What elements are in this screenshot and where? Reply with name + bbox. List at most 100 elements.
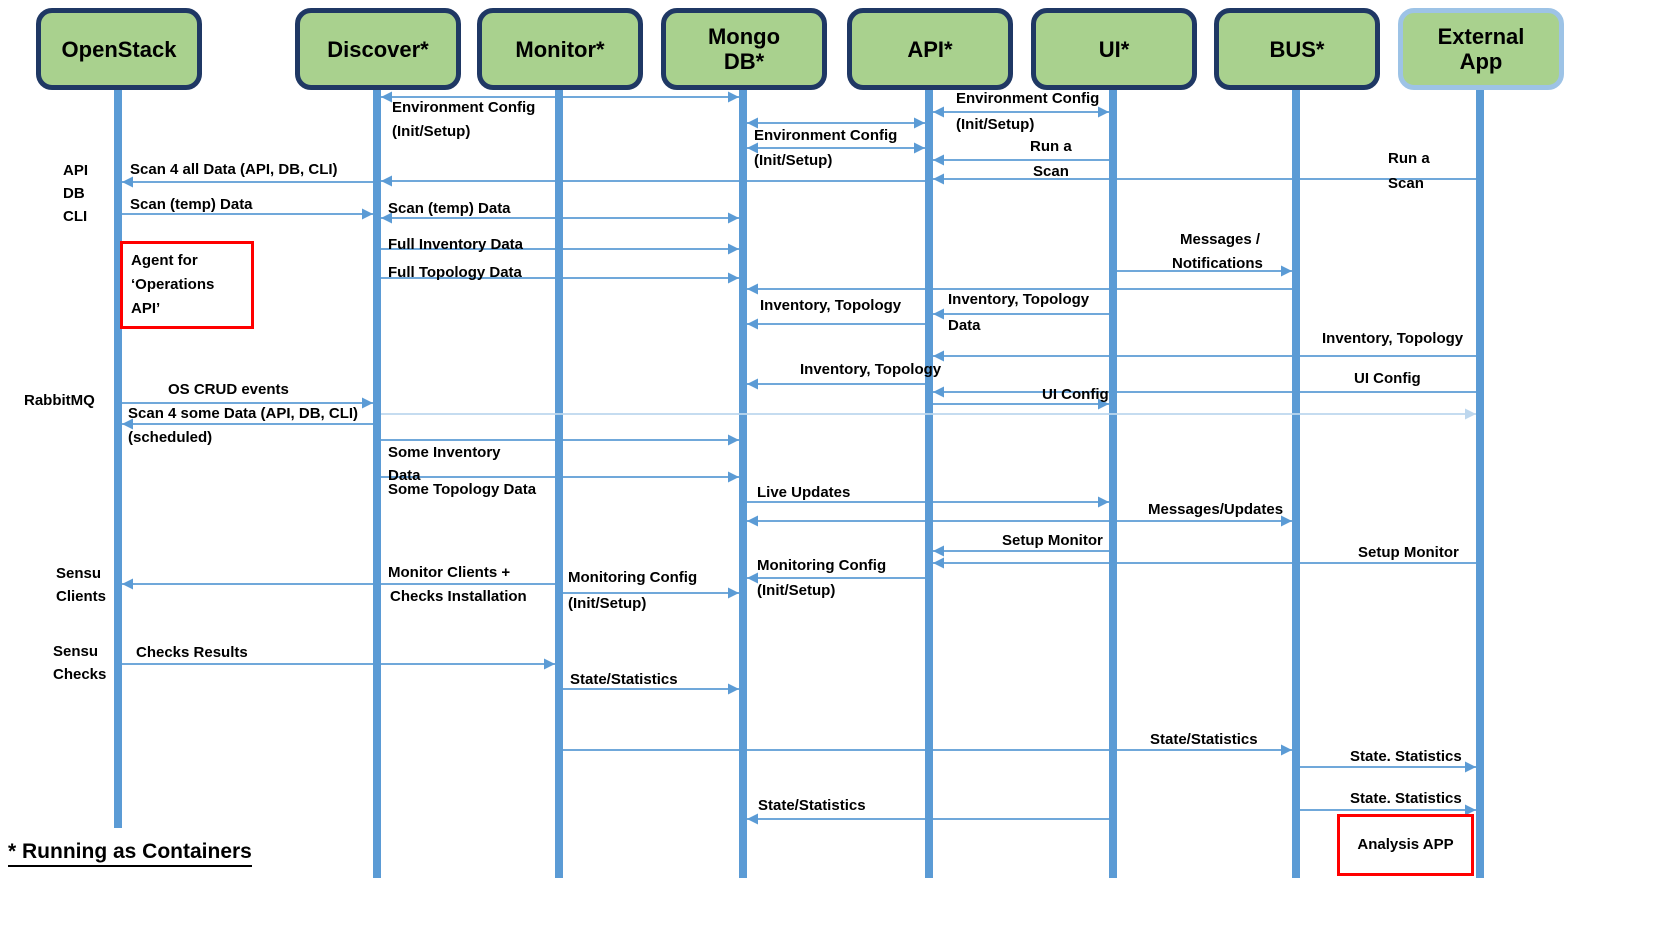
message-label: Inventory, Topology [948,291,1090,308]
message-label: (scheduled) [128,429,213,446]
arrowhead [747,283,758,295]
actor-label: Monitor* [515,36,605,62]
message-label: UI Config [1042,386,1109,403]
message-label: Checks Results [136,644,248,661]
message-label: State/Statistics [758,797,866,814]
arrowhead [728,471,739,483]
arrowhead [728,243,739,255]
arrowhead [747,142,758,154]
actor-label: App [1459,49,1503,74]
message-label: Scan [1388,175,1424,192]
side-label-line: Sensu [53,643,99,660]
arrowhead [747,515,758,527]
side-label-line: Sensu [56,565,102,582]
message-label: Scan 4 some Data (API, DB, CLI) [128,405,359,422]
message-label: Data [388,467,421,484]
actor-box-api: API* [847,8,1013,90]
note-text: Analysis APP [1357,836,1454,853]
arrowhead [728,587,739,599]
arrowhead [747,813,758,825]
arrowhead [933,545,944,557]
arrowhead [933,173,944,185]
arrowhead [728,434,739,446]
arrowhead [1465,408,1476,420]
arrowhead [728,91,739,103]
message-label: Full Topology Data [388,264,522,281]
actor-label: API* [907,36,953,62]
arrowhead [1098,106,1109,118]
message-label: Data [948,317,981,334]
lifeline-openstack [114,84,122,828]
side-label-line: Clients [56,588,107,605]
arrowhead [747,378,758,390]
arrowhead [122,176,133,188]
arrowhead [728,683,739,695]
arrowhead [122,418,133,430]
message-label: Scan (temp) Data [388,200,511,217]
note-analysis-note: Analysis APP [1337,814,1474,876]
message-label: Scan 4 all Data (API, DB, CLI) [130,161,338,178]
side-label-line: CLI [63,208,88,225]
side-label-line: API [63,162,89,179]
lifeline-api [925,84,933,878]
actor-label: BUS* [1269,36,1325,62]
arrowhead [362,208,373,220]
message-label: Run a [1388,150,1430,167]
actor-label: Mongo [707,24,781,49]
arrowhead [1465,761,1476,773]
arrowhead [1465,804,1476,816]
message-label: State/Statistics [1150,731,1258,748]
message-label: (Init/Setup) [956,116,1035,133]
arrowhead [914,117,925,129]
message-label: Environment Config [754,127,898,144]
arrowhead [914,142,925,154]
message-label: Messages / [1180,231,1261,248]
message-label: UI Config [1354,370,1421,387]
actor-box-discover: Discover* [295,8,461,90]
arrowhead [1281,744,1292,756]
message-label: (Init/Setup) [757,582,836,599]
actor-label: OpenStack [61,36,177,62]
actor-label: UI* [1098,36,1130,62]
actor-box-monitor: Monitor* [477,8,643,90]
message-label: Monitor Clients + [388,564,511,581]
actor-label: External [1437,24,1525,49]
actor-box-bus: BUS* [1214,8,1380,90]
message-label: Inventory, Topology [800,361,942,378]
lifeline-mongodb [739,84,747,878]
message-label: Full Inventory Data [388,236,524,253]
side-label-rabbitmq: RabbitMQ [24,389,95,412]
message-label: Monitoring Config [568,569,698,586]
note-text: ‘Operations [131,276,215,293]
side-label-api-db-cli: API DB CLI [63,159,88,228]
message-label: State. Statistics [1350,748,1462,765]
actor-label: Discover* [327,36,429,62]
message-label: Scan [1033,163,1069,180]
note-text: Agent for [131,252,198,269]
lifeline-discover [373,84,381,878]
arrowhead [933,350,944,362]
message-label: OS CRUD events [168,381,289,398]
side-label-line: Checks [53,666,107,683]
message-label: Checks Installation [390,588,527,605]
arrowhead [122,578,133,590]
arrowhead [728,212,739,224]
message-label: Inventory, Topology [1322,330,1464,347]
arrowhead [747,117,758,129]
note-text: API’ [131,300,161,317]
message-label: Setup Monitor [1358,544,1459,561]
message-label: (Init/Setup) [754,152,833,169]
message-label: (Init/Setup) [568,595,647,612]
message-label: Live Updates [757,484,851,501]
arrowhead [933,154,944,166]
arrowhead [933,557,944,569]
arrowhead [1281,265,1292,277]
side-label-line: DB [63,185,85,202]
arrowhead [933,106,944,118]
